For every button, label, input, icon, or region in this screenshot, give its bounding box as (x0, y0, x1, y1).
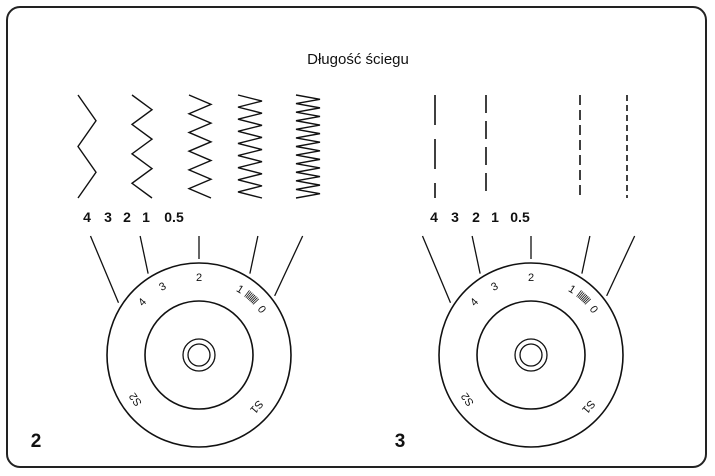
diagram-title: Długość ściegu (307, 51, 409, 68)
zigzag-stitch-sample (295, 94, 321, 199)
dial-outer-ring (106, 262, 292, 448)
stitch-length-label: 2 (123, 209, 131, 225)
dial-hub-outer (514, 338, 548, 372)
fine-stitch-hatch (251, 297, 258, 304)
zigzag-stitch-sample (77, 94, 97, 199)
zigzag-stitch-sample (130, 94, 154, 199)
fine-stitch-hatch (582, 296, 589, 303)
dial-numeral: S2 (127, 390, 145, 408)
fine-stitch-hatch (581, 294, 588, 302)
dial-hub-inner (519, 343, 543, 367)
stitch-length-label: 4 (83, 209, 91, 225)
panel-number: 2 (31, 431, 42, 452)
fine-stitch-hatch (245, 291, 252, 298)
fine-stitch-hatch (576, 290, 582, 297)
dial-numeral: 2 (528, 272, 534, 284)
panel-number: 3 (395, 431, 406, 452)
fine-stitch-hatch (580, 293, 586, 301)
pointer-line (89, 235, 120, 303)
dial-numeral: 3 (157, 280, 168, 293)
pointer-line (606, 235, 636, 297)
pointer-line (581, 235, 591, 274)
fine-stitch-hatch (584, 298, 592, 305)
stitch-length-label: 0.5 (510, 209, 530, 225)
pointer-line (274, 235, 304, 297)
fine-stitch-hatch (583, 297, 590, 304)
dial-numeral: 0 (587, 304, 600, 316)
pointer-line (421, 235, 452, 303)
dial-numeral: 0 (255, 304, 268, 316)
dial-hub-inner (187, 343, 211, 367)
zigzag-stitch-sample (187, 94, 213, 199)
fine-stitch-hatch (250, 296, 257, 303)
dial-numeral: 2 (196, 272, 202, 284)
pointer-line (139, 235, 149, 274)
fine-stitch-hatch (246, 292, 253, 300)
stitch-length-label: 2 (472, 209, 480, 225)
dial-numeral: S1 (247, 398, 265, 416)
stitch-length-label: 1 (142, 209, 150, 225)
fine-stitch-hatch (249, 294, 256, 302)
dial-numeral: 4 (136, 296, 149, 309)
dial-numeral: 4 (468, 296, 481, 309)
diagram-frame (6, 6, 707, 468)
pointer-line (471, 235, 481, 274)
fine-stitch-hatch (577, 291, 584, 298)
stitch-length-label: 4 (430, 209, 438, 225)
dial-numeral: 1 (234, 283, 246, 296)
fine-stitch-hatch (248, 293, 254, 301)
dial-numeral: S2 (459, 390, 477, 408)
zigzag-stitch-sample (237, 94, 263, 199)
dial-hub-outer (182, 338, 216, 372)
dial-numeral: 1 (566, 283, 578, 296)
stitch-length-label: 3 (104, 209, 112, 225)
dial-inner-ring (144, 300, 254, 410)
stitch-length-label: 1 (491, 209, 499, 225)
fine-stitch-hatch (252, 298, 260, 305)
stitch-length-label: 0.5 (164, 209, 184, 225)
fine-stitch-hatch (244, 290, 250, 297)
stitch-length-label: 3 (451, 209, 459, 225)
fine-stitch-hatch (578, 292, 585, 300)
pointer-line (249, 235, 259, 274)
dial-numeral: 3 (489, 280, 500, 293)
dial-inner-ring (476, 300, 586, 410)
dial-numeral: S1 (579, 398, 597, 416)
dial-outer-ring (438, 262, 624, 448)
